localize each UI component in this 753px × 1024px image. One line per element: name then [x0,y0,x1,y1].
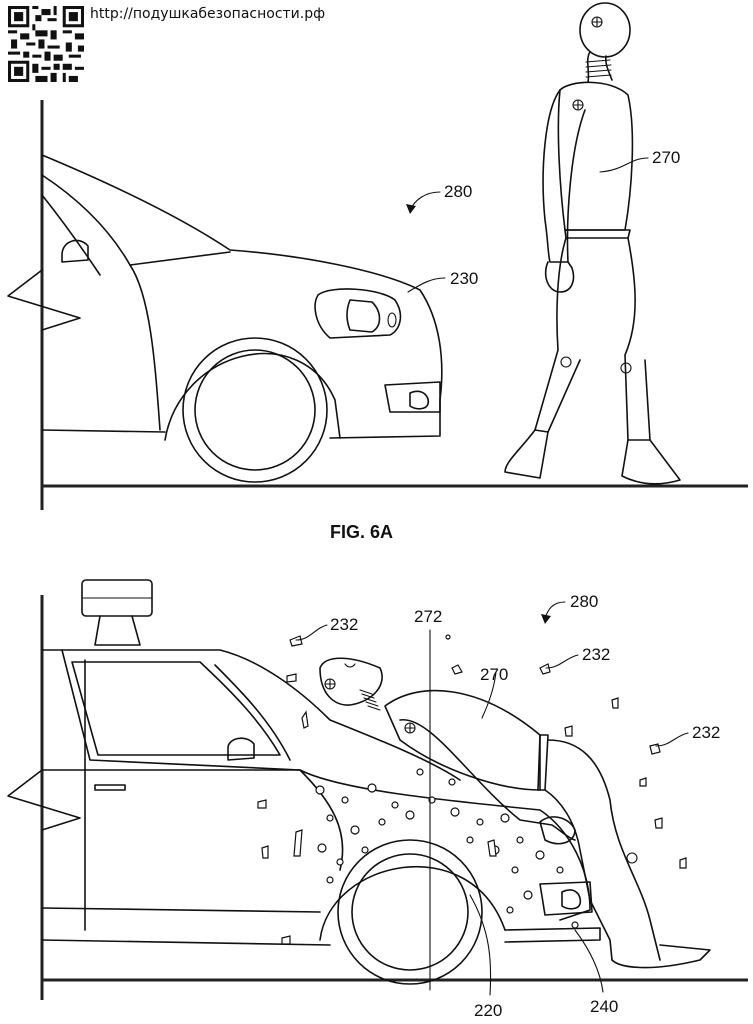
label-270-6a: 270 [652,148,680,167]
debris-particles [257,634,687,945]
break-mark [7,269,81,331]
leader-270-6b [481,671,497,719]
qr-code [8,6,84,82]
leader-232-b [545,654,579,669]
leader-240 [574,929,604,993]
vehicle-front [41,154,443,483]
leader-232-c [655,732,689,747]
label-232-a: 232 [330,615,358,634]
label-280-6a: 280 [444,182,472,201]
arrow-head-280-6b [541,614,551,624]
figure-6a: 280 270 230 FIG. 6A [7,2,748,542]
label-240: 240 [590,997,618,1016]
leader-270-6a [599,157,649,173]
roof-sensor [81,579,153,646]
label-220: 220 [474,1001,502,1020]
adhesive-layer [315,768,579,929]
label-280-6b: 280 [570,592,598,611]
pedestrian-dummy-impact [319,657,711,969]
pedestrian-dummy [504,2,681,485]
figure-6b: 280 272 232 232 232 270 220 240 [7,579,748,1020]
label-232-c: 232 [692,723,720,742]
break-mark [7,769,81,831]
source-url[interactable]: http://подушкабезопасности.рф [90,6,326,22]
figure-caption-6a: FIG. 6A [330,522,393,542]
leader-232-a [295,624,328,641]
vehicle-side [41,649,601,985]
leader-220 [469,894,492,996]
leader-230-6a [407,277,446,293]
arrow-head-280-6a [406,204,416,214]
label-272: 272 [414,607,442,626]
label-270-6b: 270 [480,665,508,684]
label-232-b: 232 [582,645,610,664]
label-230-6a: 230 [450,269,478,288]
